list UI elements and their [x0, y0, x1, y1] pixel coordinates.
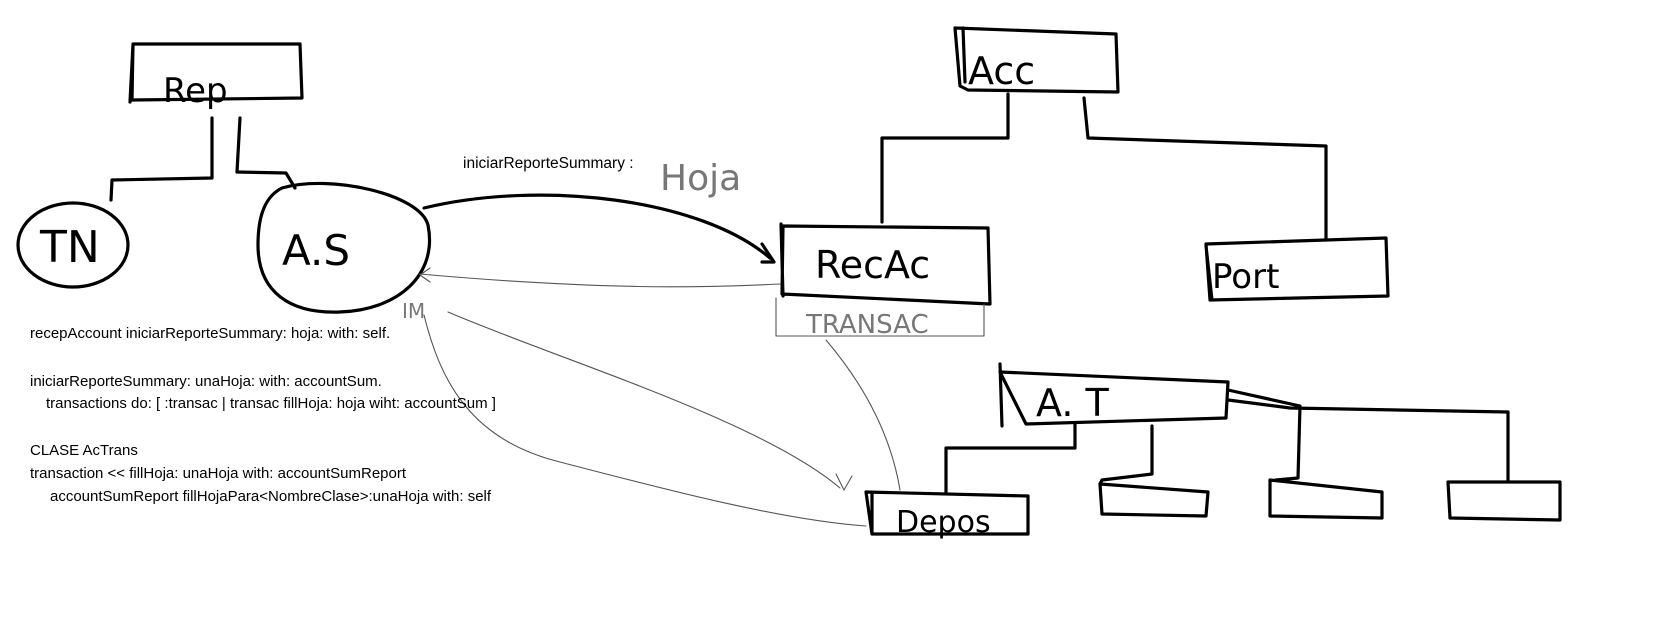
- node-at-label: A. T: [1036, 381, 1109, 425]
- code-line-6: accountSumReport fillHojaPara<NombreClas…: [50, 488, 492, 505]
- message-label: iniciarReporteSummary :: [463, 155, 634, 172]
- code-line-1: recepAccount iniciarReporteSummary: hoja…: [30, 325, 390, 342]
- node-transac: TRANSAC: [775, 297, 985, 340]
- node-depos-label: Depos: [896, 505, 991, 540]
- edge-recac-as-return: [419, 267, 781, 288]
- node-depos: Depos: [864, 490, 1030, 540]
- node-tn: TN: [16, 201, 130, 289]
- edge-at-child-2: [1098, 424, 1154, 486]
- hoja-label: Hoja: [660, 158, 741, 199]
- edge-rep-tn: [109, 116, 214, 202]
- node-as: A.S: [256, 181, 432, 314]
- node-port: Port: [1204, 236, 1390, 302]
- node-at-child-4: [1446, 480, 1562, 522]
- edge-at-depos: [944, 422, 1077, 494]
- code-line-5: transaction << fillHoja: unaHoja with: a…: [30, 465, 407, 482]
- node-acc-label: Acc: [968, 49, 1035, 93]
- edge-acc-recac: [880, 92, 1010, 224]
- node-recac: RecAc: [779, 222, 992, 306]
- edge-transac-depos: [825, 339, 901, 491]
- edge-acc-port: [1082, 96, 1328, 242]
- edge-as-recac: [422, 193, 776, 264]
- node-at-child-2: [1098, 482, 1210, 518]
- code-line-4: CLASE AcTrans: [30, 442, 138, 459]
- edge-at-child-4: [1226, 398, 1510, 484]
- node-rep: Rep: [128, 42, 304, 111]
- node-tn-label: TN: [39, 222, 100, 273]
- code-notes: recepAccount iniciarReporteSummary: hoja…: [30, 325, 496, 505]
- edge-rep-as: [235, 116, 297, 190]
- edge-as-depos-upper: [447, 311, 853, 491]
- node-transac-label: TRANSAC: [805, 310, 929, 340]
- node-acc: Acc: [953, 26, 1120, 94]
- node-port-label: Port: [1212, 257, 1279, 297]
- code-line-3: transactions do: [ :transac | transac fi…: [46, 395, 496, 412]
- node-recac-label: RecAc: [815, 243, 930, 287]
- edge-as-depos-lower: [423, 314, 867, 527]
- node-rep-label: Rep: [163, 71, 228, 111]
- edge-at-child-3: [1226, 388, 1302, 482]
- node-at: A. T: [998, 362, 1230, 428]
- code-line-2: iniciarReporteSummary: unaHoja: with: ac…: [30, 373, 382, 390]
- self-mark: IM: [402, 299, 425, 323]
- node-as-label: A.S: [282, 226, 350, 275]
- node-at-child-3: [1268, 478, 1384, 520]
